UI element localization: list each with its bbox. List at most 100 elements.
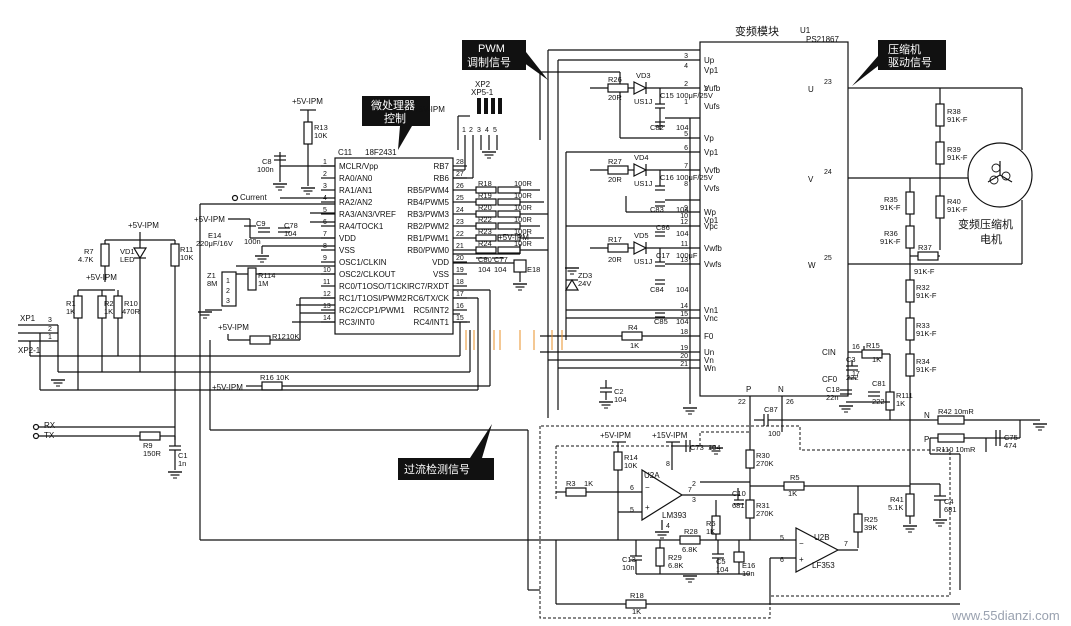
r4-resistor bbox=[621, 331, 643, 341]
xp2-pin-5: 5 bbox=[493, 127, 497, 134]
mcu-right-pins-num-7: 21 bbox=[456, 243, 464, 250]
c80-ref: C80 bbox=[478, 255, 492, 264]
r9-value: 150R bbox=[143, 449, 162, 458]
u1-pin-16: 16 bbox=[852, 344, 860, 351]
mcu-left-pins-name-13: RC3/INT0 bbox=[339, 318, 375, 327]
vcc-label-r12: +5V-IPM bbox=[218, 323, 249, 332]
zd3-ref: ZD3 bbox=[578, 271, 592, 280]
r10-value: 470R bbox=[122, 307, 141, 316]
mcu-left-pins-name-3: RA2/AN2 bbox=[339, 198, 373, 207]
r17-ref: R17 bbox=[608, 235, 622, 244]
c85-value: 104 bbox=[676, 317, 689, 326]
c13-ref: C13 bbox=[622, 555, 636, 564]
vd4-ref: VD4 bbox=[634, 153, 649, 162]
node-2: 2 bbox=[692, 481, 696, 488]
vd5-ref: VD5 bbox=[634, 231, 649, 240]
callout-pwm-line2: 调制信号 bbox=[467, 56, 511, 69]
r27-ref: R27 bbox=[608, 157, 622, 166]
mcu-right-pins-name-5: RB2/PWM2 bbox=[407, 222, 449, 231]
r32-value: 91K-F bbox=[916, 291, 937, 300]
vcc15-label-c73: +15V-IPM bbox=[652, 431, 688, 440]
r25-resistor bbox=[853, 513, 863, 533]
r32-ref: R32 bbox=[916, 283, 930, 292]
lm393-label: LM393 bbox=[662, 511, 687, 520]
callout-overcurrent-text: 过流检测信号 bbox=[404, 462, 470, 476]
c2-value: 104 bbox=[614, 395, 627, 404]
r26-ref: R26 bbox=[608, 75, 622, 84]
c87-ref: C87 bbox=[764, 405, 778, 414]
r110-label: R110 10mR bbox=[936, 445, 976, 454]
c83-value: 104 bbox=[676, 205, 689, 214]
u1-out-v: V bbox=[808, 175, 814, 184]
xp5-header-label: XP5-1 bbox=[471, 88, 494, 97]
c75-value: 474 bbox=[1004, 441, 1017, 450]
r40-value: 91K-F bbox=[947, 205, 968, 214]
mcu-right-pins-name-6: RB1/PWM1 bbox=[407, 234, 449, 243]
u1-left-num-8: 9 bbox=[684, 205, 688, 212]
c15-value: 100μF/25V bbox=[676, 91, 713, 100]
u1-out-w: W bbox=[808, 261, 816, 270]
u1-left-name-12: Vwfs bbox=[704, 260, 721, 269]
u1-pin-22: 22 bbox=[738, 399, 746, 406]
r35-ref: R35 bbox=[884, 195, 898, 204]
mcu-right-pins-num-4: 24 bbox=[456, 207, 464, 214]
u1-left-num-2: 2 bbox=[684, 81, 688, 88]
c18-value: 22n bbox=[826, 393, 839, 402]
u1-left-name-1: Vp1 bbox=[704, 66, 719, 75]
r2-value: 1K bbox=[104, 307, 113, 316]
u1-left-name-16: Un bbox=[704, 348, 714, 357]
r16-resistor bbox=[261, 381, 283, 391]
r15-value: 1K bbox=[872, 355, 881, 364]
u1-ref: U1 bbox=[800, 26, 811, 35]
u2a-pin-8: 8 bbox=[666, 461, 670, 468]
u1-pin-p: P bbox=[746, 385, 751, 394]
u1-left-name-17: Vn bbox=[704, 356, 714, 365]
r4-value: 1K bbox=[630, 341, 639, 350]
c86-value: 104 bbox=[676, 229, 689, 238]
c16-value: 100μF/25V bbox=[676, 173, 713, 182]
c73-ref: C73 bbox=[690, 443, 704, 452]
mcu-right-pins-num-8: 20 bbox=[456, 255, 464, 262]
c5-value: 104 bbox=[716, 565, 729, 574]
c2-ref: C2 bbox=[614, 387, 624, 396]
overcurrent-section: +5V-IPM +15V-IPM R14 10K C73 104 U2A LM3… bbox=[200, 340, 960, 619]
u1-left-num-6: 7 bbox=[684, 163, 688, 170]
r18-feedback-ref: R18 bbox=[630, 591, 644, 600]
vd1-ref: VD1 bbox=[120, 247, 135, 256]
z1-crystal bbox=[221, 271, 237, 307]
mcu-right-pins-num-5: 23 bbox=[456, 219, 464, 226]
r15-ref: R15 bbox=[866, 341, 880, 350]
motor-label-1: 变频压缩机 bbox=[958, 217, 1013, 231]
u1-left-num-10: 11 bbox=[681, 241, 688, 248]
u1-left-name-13: Vn1 bbox=[704, 306, 719, 315]
r1-ref: R1 bbox=[66, 299, 76, 308]
c81-ref: C81 bbox=[872, 379, 886, 388]
r38-resistor bbox=[935, 103, 945, 127]
u1-title: 变频模块 bbox=[735, 24, 779, 38]
callout-driver-line2: 驱动信号 bbox=[888, 56, 932, 69]
r33-ref: R33 bbox=[916, 321, 930, 330]
mcu-left-pins-num-0: 1 bbox=[323, 159, 327, 166]
c82-value: 104 bbox=[676, 123, 689, 132]
c10-value: 681 bbox=[732, 501, 745, 510]
mcu-left-pins-num-6: 7 bbox=[323, 231, 327, 238]
vcc-label-led: +5V-IPM bbox=[128, 221, 159, 230]
mcu-left-pins-name-1: RA0/AN0 bbox=[339, 174, 373, 183]
xp1-pin-3: 3 bbox=[48, 317, 52, 324]
r39-ref: R39 bbox=[947, 145, 961, 154]
r3-value: 1K bbox=[584, 479, 593, 488]
vd4-value: US1J bbox=[634, 179, 653, 188]
u1-left-num-9: 10 bbox=[680, 213, 688, 220]
xp2-pin-4: 4 bbox=[485, 127, 489, 134]
r110-resistor bbox=[937, 433, 965, 443]
vcc-label-xp2: +5V-IPM bbox=[414, 105, 445, 114]
xp2-pin-2: 2 bbox=[469, 127, 473, 134]
r12-ref: R12 bbox=[272, 332, 286, 341]
c8-value: 100n bbox=[257, 165, 274, 174]
callout-overcurrent: 过流检测信号 bbox=[398, 424, 494, 480]
r11-resistor bbox=[170, 243, 180, 267]
r14-resistor bbox=[613, 451, 623, 471]
mcu-left-pins-name-7: VSS bbox=[339, 246, 355, 255]
